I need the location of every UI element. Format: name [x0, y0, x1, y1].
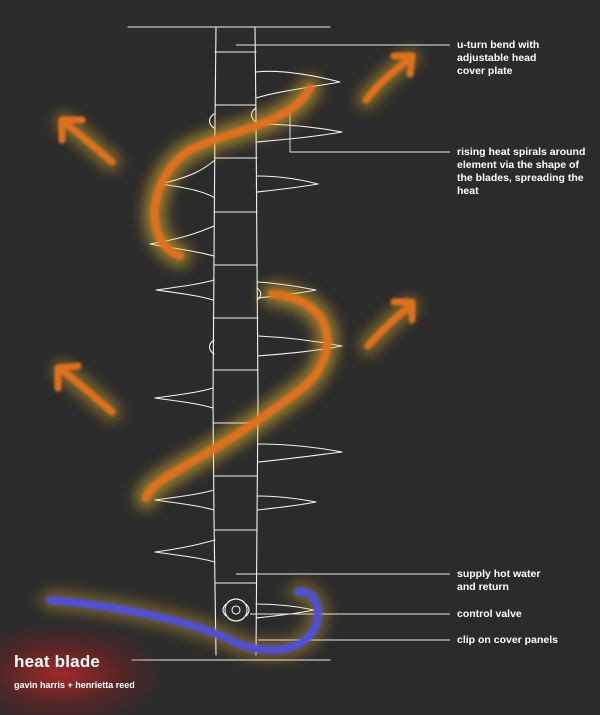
- annotation-uturn-line-2: adjustable head: [457, 52, 537, 64]
- control-valve-icon: [222, 598, 250, 622]
- annotation-rising-line-3: the blades, spreading the: [457, 172, 584, 184]
- annotation-valve-line-1: control valve: [457, 608, 522, 620]
- heat-arrow-upper-left: [55, 113, 121, 171]
- radiator-sketch: [127, 26, 343, 661]
- cool-flow: [40, 581, 328, 660]
- heat-arrow-upper-right: [357, 49, 419, 109]
- annotation-rising-heat: rising heat spirals around element via t…: [457, 146, 599, 198]
- annotation-supply-line-1: supply hot water: [457, 568, 541, 580]
- annotation-clip: clip on cover panels: [457, 634, 597, 647]
- annotation-valve: control valve: [457, 608, 597, 621]
- annotation-rising-line-4: heat: [457, 185, 479, 197]
- annotation-supply: supply hot water and return: [457, 568, 597, 594]
- leader-lines: [236, 44, 450, 641]
- heat-flow-upper: [143, 77, 321, 267]
- leader-rising: [289, 108, 450, 153]
- heat-blade-diagram: [40, 26, 450, 661]
- element-bumps: [208, 107, 262, 355]
- heat-arrow-middle-right: [359, 297, 419, 355]
- element-left-edge: [212, 27, 217, 656]
- annotation-uturn-line-1: u-turn bend with: [457, 39, 540, 51]
- annotation-supply-line-2: and return: [457, 581, 509, 593]
- annotation-uturn: u-turn bend with adjustable head cover p…: [457, 39, 597, 78]
- annotation-uturn-line-3: cover plate: [457, 65, 513, 77]
- heat-arrow-middle-left: [53, 361, 121, 421]
- heat-flow-middle: [135, 283, 339, 509]
- annotation-rising-line-1: rising heat spirals around: [457, 146, 586, 158]
- page-title: heat blade: [14, 652, 101, 671]
- authors-credit: gavin harris + henrietta reed: [14, 680, 135, 690]
- annotation-rising-line-2: element via the shape of: [457, 159, 579, 171]
- segment-dividers: [212, 51, 259, 584]
- blades-left: [149, 159, 216, 563]
- annotation-clip-line-1: clip on cover panels: [457, 634, 558, 646]
